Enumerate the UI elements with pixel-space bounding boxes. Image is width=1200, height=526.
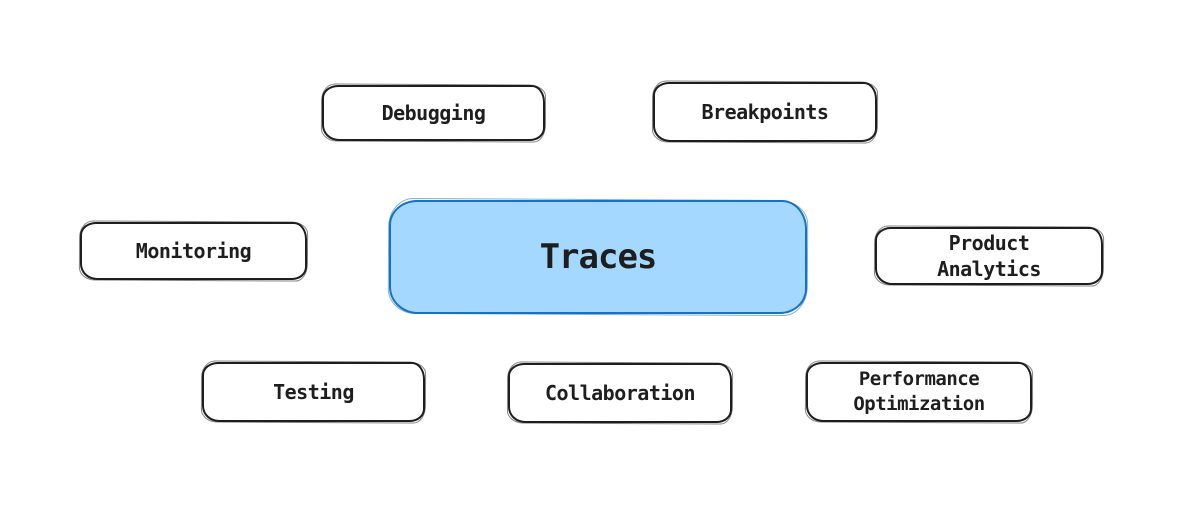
node-debugging[interactable]: Debugging bbox=[322, 85, 545, 141]
node-monitoring[interactable]: Monitoring bbox=[80, 222, 307, 280]
node-label: Traces bbox=[539, 236, 658, 277]
node-performance-optimization[interactable]: Performance Optimization bbox=[806, 362, 1032, 422]
node-label: Collaboration bbox=[544, 381, 696, 405]
node-label: Monitoring bbox=[135, 239, 252, 263]
node-collaboration[interactable]: Collaboration bbox=[508, 363, 732, 423]
node-label: Debugging bbox=[381, 101, 486, 125]
node-testing[interactable]: Testing bbox=[202, 362, 425, 422]
node-label: Product Analytics bbox=[937, 231, 1041, 281]
node-label: Breakpoints bbox=[701, 100, 829, 124]
node-label: Testing bbox=[273, 380, 354, 404]
node-traces-center[interactable]: Traces bbox=[389, 200, 807, 314]
node-product-analytics[interactable]: Product Analytics bbox=[875, 227, 1103, 285]
node-label: Performance Optimization bbox=[853, 368, 985, 415]
node-breakpoints[interactable]: Breakpoints bbox=[653, 82, 877, 142]
